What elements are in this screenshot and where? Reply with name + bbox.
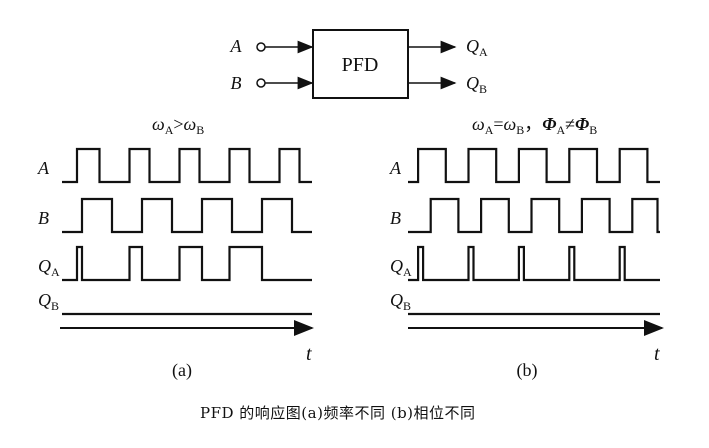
- waveform-b-a: [408, 147, 660, 184]
- cond-b-op: =: [493, 114, 503, 134]
- cond-a-left: ω: [152, 114, 165, 134]
- output-qb-main: Q: [466, 73, 479, 93]
- signal-label-b-0: A: [389, 158, 402, 178]
- figure-caption: PFD 的响应图(a)频率不同 (b)相位不同: [200, 404, 476, 422]
- cond-b-left-sub: A: [485, 123, 494, 137]
- input-b-terminal: [256, 78, 266, 88]
- output-qa-main: Q: [466, 36, 479, 56]
- cond-b-extra-right: Φ: [575, 114, 589, 134]
- output-qb-label: QB: [466, 73, 487, 96]
- signal-label-a-3: QB: [38, 290, 59, 313]
- cond-b-extra: Φ: [542, 114, 556, 134]
- waveform-a-qa: [62, 245, 312, 282]
- cond-b-extra-sub: A: [556, 123, 565, 137]
- pfd-box: [312, 29, 409, 99]
- output-qa-label: QA: [466, 36, 488, 59]
- signal-name: Q: [38, 256, 51, 276]
- waveform-a-b: [62, 197, 312, 234]
- cond-b-extra-right-sub: B: [589, 123, 597, 137]
- cond-a-right: ω: [184, 114, 197, 134]
- cond-b-left: ω: [472, 114, 485, 134]
- panel-b-condition: ωA=ωB，ΦA≠ΦB: [472, 114, 597, 137]
- waveform-a-a: [62, 147, 312, 184]
- signal-label-a-1: B: [38, 208, 49, 228]
- signal-label-a-0: A: [37, 158, 50, 178]
- cond-a-left-sub: A: [165, 123, 174, 137]
- waveform-b-qa: [408, 245, 660, 282]
- cond-b-extra-op: ≠: [565, 114, 575, 134]
- cond-a-op: >: [173, 114, 183, 134]
- pfd-label: PFD: [342, 54, 379, 76]
- signal-name: A: [389, 158, 402, 178]
- cond-a-right-sub: B: [196, 123, 204, 137]
- signal-sub: A: [403, 265, 412, 279]
- output-qa-sub: A: [479, 45, 488, 59]
- signal-sub: B: [51, 299, 59, 313]
- signal-label-b-1: B: [390, 208, 401, 228]
- signal-label-b-2: QA: [390, 256, 412, 279]
- panel-a-label: (a): [172, 360, 192, 381]
- cond-b-right-sub: B: [516, 123, 524, 137]
- panel-a-condition: ωA>ωB: [152, 114, 204, 137]
- signal-name: B: [38, 208, 49, 228]
- signal-label-a-2: QA: [38, 256, 60, 279]
- panel-a-time-label: t: [306, 343, 312, 365]
- cond-b-right: ω: [504, 114, 517, 134]
- signal-label-b-3: QB: [390, 290, 411, 313]
- signal-sub: B: [403, 299, 411, 313]
- input-a-terminal: [256, 42, 266, 52]
- panel-b-time-label: t: [654, 343, 660, 365]
- signal-name: Q: [390, 256, 403, 276]
- panel-b-label: (b): [517, 360, 538, 381]
- signal-sub: A: [51, 265, 60, 279]
- signal-name: B: [390, 208, 401, 228]
- signal-name: Q: [390, 290, 403, 310]
- signal-name: Q: [38, 290, 51, 310]
- signal-name: A: [37, 158, 50, 178]
- input-a-label: A: [230, 36, 243, 56]
- pfd-block: PFD A B QA QB: [230, 29, 488, 99]
- output-qb-sub: B: [479, 82, 487, 96]
- waveform-b-b: [408, 197, 660, 234]
- input-b-label: B: [231, 73, 242, 93]
